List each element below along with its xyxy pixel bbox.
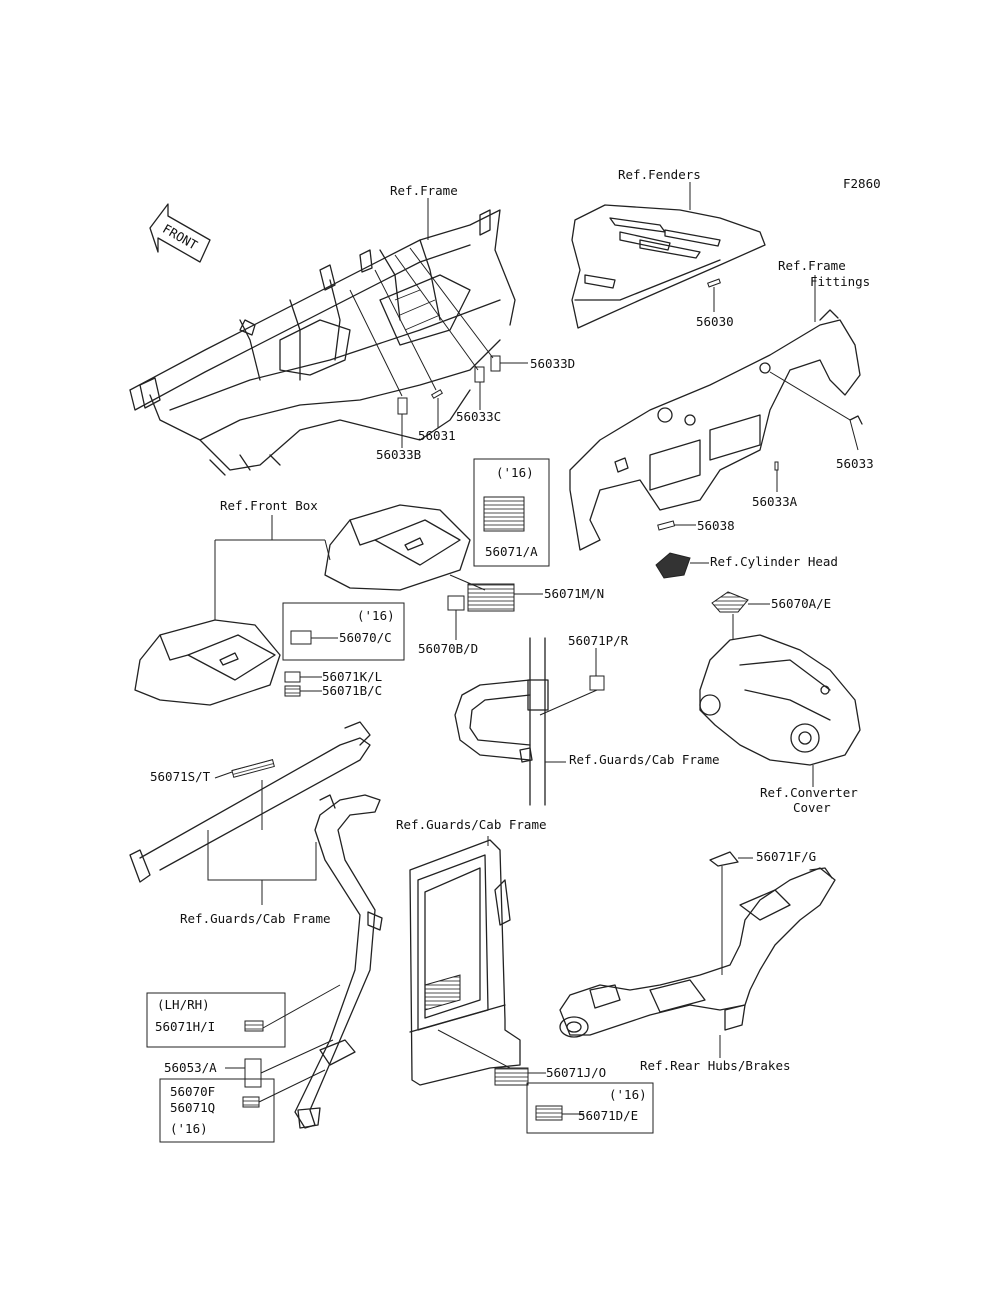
part-56070C: 56070/C (339, 630, 392, 645)
ref-frame-fittings-label-1: Ref.Frame (778, 258, 846, 273)
part-56038: 56038 (697, 518, 735, 533)
rear-hubs-drawing (559, 851, 836, 1058)
decal-56070F (242, 1096, 260, 1108)
note-16-c: ('16) (170, 1121, 208, 1136)
decal-56070C (290, 630, 312, 645)
decal-56033D (490, 355, 501, 372)
ref-frame-label: Ref.Frame (390, 183, 458, 198)
part-56071ST: 56071S/T (150, 769, 211, 784)
ref-guards-cab-label-2: Ref.Guards/Cab Frame (396, 817, 547, 832)
ref-guards-cab-label-1: Ref.Guards/Cab Frame (569, 752, 720, 767)
part-56071HI: 56071H/I (155, 1019, 215, 1034)
guard-upright-left (294, 794, 383, 1129)
ref-front-box-label: Ref.Front Box (220, 498, 318, 513)
part-56033C: 56033C (456, 409, 501, 424)
decal-56071B (284, 685, 301, 697)
part-56033: 56033 (836, 456, 874, 471)
note-16-a: ('16) (496, 465, 534, 480)
ref-cylinder-head-label: Ref.Cylinder Head (710, 554, 838, 569)
frame-decals (397, 355, 501, 415)
part-56071MN: 56071M/N (544, 586, 604, 601)
decal-56071A (483, 496, 525, 532)
part-56071Q: 56071Q (170, 1100, 215, 1115)
ref-frame-fittings-label-2: Fittings (810, 274, 870, 289)
fender-drawing (571, 182, 766, 329)
part-56071JO: 56071J/O (546, 1065, 606, 1080)
frame-drawing (129, 209, 516, 476)
part-56071FG: 56071F/G (756, 849, 816, 864)
front-arrow-icon: FRONT (149, 203, 211, 263)
frame-leaders (349, 198, 528, 448)
decal-56070A (711, 591, 749, 613)
part-56071DE: 56071D/E (578, 1108, 638, 1123)
ref-rear-hubs-label: Ref.Rear Hubs/Brakes (640, 1058, 791, 1073)
ref-fenders-label: Ref.Fenders (618, 167, 701, 182)
part-56071BC: 56071B/C (322, 683, 382, 698)
part-56030: 56030 (696, 314, 734, 329)
box-56070C (282, 602, 405, 661)
part-56070F: 56070F (170, 1084, 215, 1099)
part-56033D: 56033D (530, 356, 575, 371)
box-lhrh (146, 992, 286, 1048)
ref-converter-label-1: Ref.Converter (760, 785, 858, 800)
ref-guards-cab-label-3: Ref.Guards/Cab Frame (180, 911, 331, 926)
ref-converter-label-2: Cover (793, 800, 831, 815)
decal-56071J (494, 1067, 529, 1086)
decal-56033B (397, 397, 408, 415)
decal-56033C (474, 366, 485, 383)
note-lhrh: (LH/RH) (157, 997, 210, 1012)
labels: F2860 Ref.Frame Ref.Fenders Ref.Frame Fi… (150, 167, 881, 1136)
part-56070AE: 56070A/E (771, 596, 831, 611)
cylinder-head-decals (655, 520, 709, 579)
decal-56071H (244, 1020, 264, 1032)
front-arrow-label: FRONT (160, 221, 200, 253)
decal-56071K (284, 671, 301, 683)
guard-tube-middle (454, 637, 605, 806)
part-56031: 56031 (418, 428, 456, 443)
decal-56071F (709, 851, 739, 867)
guard-bar-left (129, 721, 371, 905)
decal-56070B (447, 595, 465, 611)
box-56070F (159, 1078, 275, 1143)
front-box-upper (324, 504, 471, 591)
decal-56038 (657, 520, 676, 531)
decal-56033A (774, 461, 779, 471)
part-56070BD: 56070B/D (418, 641, 478, 656)
note-16-b: ('16) (357, 608, 395, 623)
decal-56053A (244, 1058, 262, 1088)
part-56033B: 56033B (376, 447, 421, 462)
decal-56030 (707, 278, 721, 288)
part-56053A: 56053/A (164, 1060, 217, 1075)
part-56071PR: 56071P/R (568, 633, 629, 648)
box-56071A (473, 458, 550, 567)
part-56071KL: 56071K/L (322, 669, 382, 684)
box-56071DE (526, 1082, 654, 1134)
decal-56071M (467, 583, 515, 612)
part-56071A: 56071/A (485, 544, 538, 559)
decal-56071P (589, 675, 605, 691)
part-56033A: 56033A (752, 494, 798, 509)
figure-code: F2860 (843, 176, 881, 191)
decal-56071S (231, 759, 275, 778)
note-16-d: ('16) (609, 1087, 647, 1102)
front-box-lower (134, 619, 281, 706)
cab-door-drawing (409, 836, 546, 1086)
converter-cover-drawing (699, 591, 861, 787)
frame-fittings-drawing (569, 275, 863, 551)
decal-56031 (430, 389, 444, 399)
decal-56071D (535, 1105, 563, 1121)
